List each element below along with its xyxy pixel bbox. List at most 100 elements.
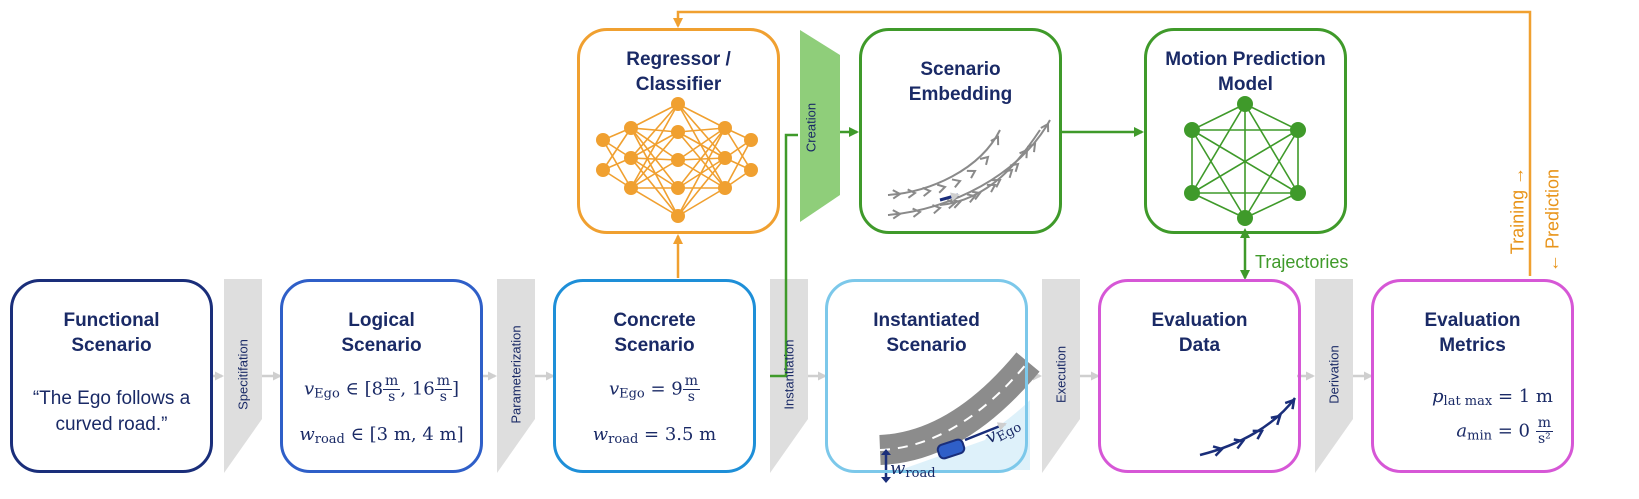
trajectory-chevron — [892, 189, 902, 200]
neural-network-icon — [596, 97, 758, 223]
sub: road — [905, 466, 936, 481]
title-line-2: Scenario — [886, 335, 967, 356]
trajectory-chevron — [1027, 142, 1037, 153]
unit-num: m — [434, 373, 452, 390]
trajectory-chevron — [979, 155, 990, 166]
var: w — [890, 458, 906, 479]
chevron-instantiation — [770, 279, 808, 473]
trajectory-chevron — [966, 169, 977, 179]
scenario-embedding-box: Scenario Embedding — [859, 28, 1062, 234]
var: v — [303, 378, 315, 400]
description-line-1: “The Ego follows a — [32, 388, 191, 409]
graph-edge — [1244, 103, 1299, 131]
trajectory-chevron — [907, 188, 917, 199]
nn-edge — [602, 127, 632, 171]
trajectory-chevron — [986, 183, 997, 193]
graph-node — [1237, 96, 1253, 112]
trajectory-chevron — [912, 207, 922, 218]
trajectory-chevron — [1019, 148, 1029, 159]
trajectory-chevron — [1009, 162, 1020, 173]
box-title: Evaluation Metrics — [1374, 308, 1571, 358]
step-label-derivation: Derivation — [1326, 345, 1342, 404]
instantiated-scenario-box: Instantiated Scenario — [825, 279, 1028, 473]
unit-den: s — [439, 389, 447, 405]
training-loop-arrows — [673, 10, 1532, 278]
nn-edge — [630, 159, 679, 189]
rel: = 1 m — [1492, 386, 1553, 407]
sub: min — [1467, 428, 1492, 444]
title-line-2: Data — [1178, 335, 1221, 356]
graph-edge — [1191, 129, 1299, 194]
trajectory-chevron — [1270, 414, 1282, 426]
mid: , 16 — [400, 378, 435, 400]
nn-edge — [630, 157, 679, 189]
title-line-1: Instantiated — [873, 310, 980, 331]
nn-edge — [724, 139, 752, 189]
nn-node — [671, 209, 685, 223]
graph-edge — [1191, 103, 1246, 131]
box-title: Concrete Scenario — [556, 308, 753, 358]
nn-node — [624, 181, 638, 195]
width-value: wroad = 3.5 m — [556, 422, 753, 453]
graph-node — [1237, 210, 1253, 226]
creation-block — [800, 30, 840, 222]
trajectory-chevron — [1003, 168, 1014, 179]
unit-num: m — [383, 373, 401, 390]
box-title: Scenario Embedding — [862, 57, 1059, 107]
title-line-1: Evaluation — [1151, 310, 1248, 331]
unit-num: m — [682, 373, 701, 390]
nn-node — [596, 163, 610, 177]
sub: road — [608, 432, 639, 447]
trajectory-chevron — [1252, 429, 1265, 440]
nn-edge — [677, 127, 726, 133]
graph-edge — [1244, 129, 1299, 219]
sub: lat max — [1443, 394, 1493, 409]
nn-node — [671, 125, 685, 139]
var: w — [299, 424, 315, 445]
nn-edge — [677, 131, 726, 159]
nn-node — [718, 181, 732, 195]
graph-node — [1290, 185, 1306, 201]
title-line-1: Evaluation — [1424, 310, 1521, 331]
trajectory-chevron — [971, 190, 982, 201]
rel: = 9 — [644, 378, 683, 400]
prediction-label: ← Prediction — [1542, 168, 1563, 273]
trajectory-chevron — [892, 209, 902, 220]
width-range: wroad ∈ [3 m, 4 m] — [283, 422, 480, 453]
graph-edge — [1191, 129, 1246, 219]
nn-edge — [677, 127, 726, 161]
rel: ∈ [8 — [339, 378, 384, 400]
var: w — [592, 424, 609, 445]
var: p — [1432, 386, 1444, 407]
nn-edge — [630, 127, 679, 189]
evaluation-metrics-box: Evaluation Metrics plat max = 1 m amin =… — [1371, 279, 1574, 473]
chevron-parameterization — [497, 279, 535, 473]
nn-node — [671, 181, 685, 195]
nn-edge — [630, 131, 679, 189]
nn-node — [671, 97, 685, 111]
functional-scenario-box: Functional Scenario “The Ego follows a c… — [10, 279, 213, 473]
nn-node — [624, 151, 638, 165]
title-line-2: Scenario — [341, 335, 422, 356]
evaluation-data-box: Evaluation Data — [1098, 279, 1301, 473]
trajectory-chevron — [947, 199, 957, 210]
nn-edge — [677, 103, 726, 129]
box-title: Instantiated Scenario — [828, 308, 1025, 358]
sub: road — [314, 432, 345, 447]
step-label-specification: Specitifation — [235, 339, 251, 410]
nn-edge — [677, 127, 726, 217]
trajectory-chevron — [1212, 445, 1225, 457]
graph-edge — [1191, 192, 1246, 219]
nn-edge — [630, 103, 679, 159]
sub: Ego — [619, 386, 645, 402]
nn-edge — [677, 159, 726, 189]
graph-network-icon — [1184, 96, 1306, 226]
description-line-2: curved road.” — [55, 414, 168, 435]
title-line-1: Logical — [348, 310, 415, 331]
